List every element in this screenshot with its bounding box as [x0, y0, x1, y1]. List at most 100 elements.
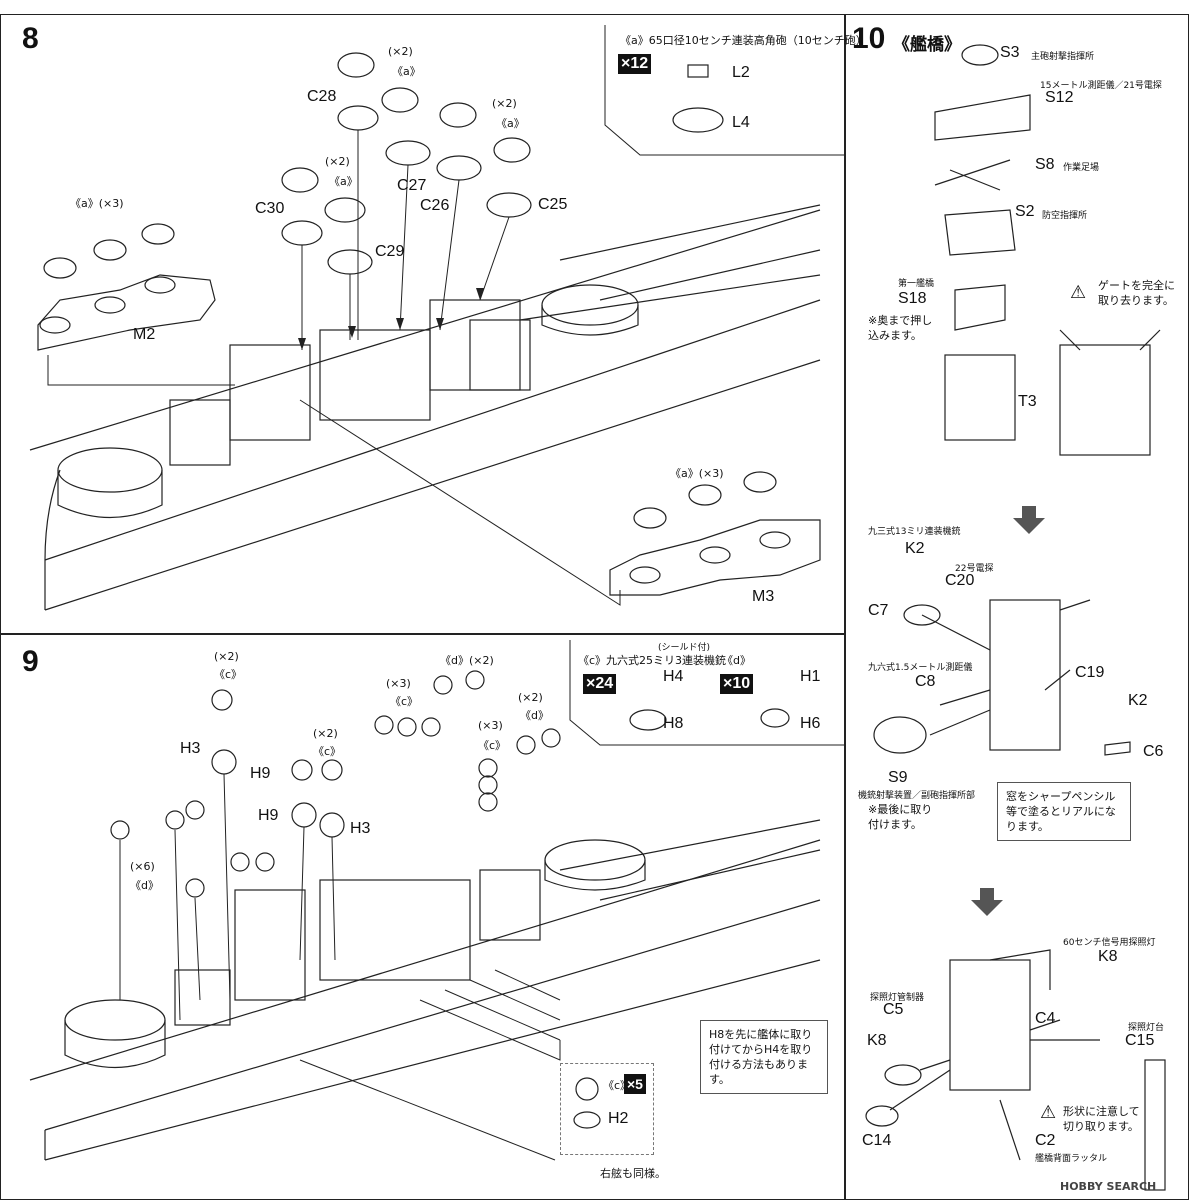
- s12-desc: 15メートル測距儀／21号電探: [1040, 81, 1162, 91]
- c20-desc: 22号電探: [955, 564, 994, 574]
- part-label-h3-left: H3: [180, 740, 201, 757]
- x2-label-1: (×2): [388, 45, 413, 58]
- c-label-4: 《c》: [478, 739, 507, 752]
- part-label-m2: M2: [133, 326, 156, 343]
- part-label-h9-left: H9: [250, 765, 271, 782]
- gate-note: ゲートを完全に取り去ります。: [1098, 279, 1175, 307]
- part-label-c28: C28: [307, 88, 337, 105]
- legend-c-title: 《c》九六式25ミリ3連装機銃: [578, 654, 727, 667]
- s8-desc: 作業足場: [1063, 163, 1100, 173]
- s18-note: ※奥まで押し込みます。: [868, 314, 933, 342]
- x2-d-label: (×2): [518, 691, 543, 704]
- warning-icon: ⚠: [1070, 282, 1087, 303]
- part-label-c4: C4: [1035, 1010, 1056, 1027]
- part-label-c26: C26: [420, 197, 450, 214]
- c-label-2: 《c》: [313, 745, 342, 758]
- part-label-l4: L4: [732, 114, 750, 131]
- c8-desc: 九六式1.5メートル測距儀: [868, 663, 973, 673]
- part-label-c6: C6: [1143, 743, 1164, 760]
- part-label-c15: C15: [1125, 1032, 1155, 1049]
- x6-label: (×6): [130, 860, 155, 873]
- s9-desc: 機銃射撃装置／副砲指揮所部: [858, 791, 976, 801]
- part-label-c29: C29: [375, 243, 405, 260]
- part-label-s3: S3: [1000, 44, 1020, 61]
- shield-note: (シールド付): [658, 643, 711, 653]
- part-label-h8: H8: [663, 715, 684, 732]
- x3-c-label: (×3): [386, 677, 411, 690]
- warning-icon-2: ⚠: [1040, 1102, 1057, 1123]
- down-arrow-2: [971, 900, 1003, 916]
- mirror-note: 右舷も同様。: [600, 1167, 666, 1180]
- step-10-title: 《艦橋》: [893, 35, 961, 54]
- quantity-badge-24: ×24: [583, 674, 617, 694]
- part-label-c25: C25: [538, 196, 568, 213]
- x2-c-label: (×2): [214, 650, 239, 663]
- shape-note: 形状に注意して切り取ります。: [1063, 1105, 1140, 1133]
- part-label-c14: C14: [862, 1132, 892, 1149]
- legend-a-title: 《a》65口径10センチ連装高角砲（10センチ砲）: [620, 34, 867, 47]
- s9-note: ※最後に取り付けます。: [868, 803, 933, 831]
- x2-label-3: (×2): [492, 97, 517, 110]
- x2-label-2: (×2): [325, 155, 350, 168]
- part-label-h2: H2: [608, 1110, 629, 1127]
- part-label-h4: H4: [663, 668, 684, 685]
- part-label-k8: K8: [1098, 948, 1118, 965]
- d-label-2: 《d》: [130, 879, 159, 892]
- part-label-c7: C7: [868, 602, 889, 619]
- part-label-s8: S8: [1035, 156, 1055, 173]
- watermark: HOBBY SEARCH: [1060, 1180, 1157, 1193]
- part-label-s2: S2: [1015, 203, 1035, 220]
- part-label-k2: K2: [905, 540, 925, 557]
- part-label-c19: C19: [1075, 664, 1105, 681]
- a-label-2: 《a》: [329, 175, 358, 188]
- down-arrow-1: [1013, 518, 1045, 534]
- part-label-c8: C8: [915, 673, 936, 690]
- down-arrow-1-stem: [1022, 506, 1036, 519]
- a-x3-left-label: 《a》(×3): [70, 197, 124, 210]
- d-label-1: 《d》: [520, 709, 549, 722]
- part-label-h6: H6: [800, 715, 821, 732]
- step-10-number: 10: [852, 22, 886, 55]
- a-x3-right-label: 《a》(×3): [670, 467, 724, 480]
- part-label-c20: C20: [945, 572, 975, 589]
- d-x2-label: 《d》(×2): [440, 654, 494, 667]
- s3-desc: 主砲射撃指揮所: [1031, 52, 1095, 62]
- part-label-k2b: K2: [1128, 692, 1148, 709]
- step-8-panel: [0, 14, 845, 634]
- a-label-1: 《a》: [392, 65, 421, 78]
- part-label-c30: C30: [255, 200, 285, 217]
- part-label-k8b: K8: [867, 1032, 887, 1049]
- part-label-c5: C5: [883, 1001, 904, 1018]
- part-label-h1: H1: [800, 668, 821, 685]
- part-label-m3: M3: [752, 588, 775, 605]
- quantity-badge-10: ×10: [720, 674, 754, 694]
- part-label-s9: S9: [888, 769, 908, 786]
- k2-desc: 九三式13ミリ連装機銃: [868, 527, 961, 537]
- h8-assembly-note: H8を先に艦体に取り付けてからH4を取り付ける方法もあります。: [700, 1020, 828, 1094]
- c-label-1: 《c》: [214, 668, 243, 681]
- part-label-t3: T3: [1018, 393, 1037, 410]
- c2-desc: 艦橋背面ラッタル: [1035, 1154, 1108, 1164]
- s2-desc: 防空指揮所: [1042, 211, 1088, 221]
- part-label-c2: C2: [1035, 1132, 1056, 1149]
- step-9-number: 9: [22, 645, 39, 678]
- part-label-s12: S12: [1045, 89, 1074, 106]
- down-arrow-2-stem: [980, 888, 994, 901]
- window-note: 窓をシャープペンシル等で塗るとリアルになります。: [997, 782, 1131, 841]
- x2-c2-label: (×2): [313, 727, 338, 740]
- s18-desc: 第一艦橋: [898, 279, 935, 289]
- x3-c2-label: (×3): [478, 719, 503, 732]
- k8-desc: 60センチ信号用探照灯: [1063, 938, 1156, 948]
- c-label-3: 《c》: [390, 695, 419, 708]
- part-label-s18: S18: [898, 290, 927, 307]
- a-label-3: 《a》: [496, 117, 525, 130]
- step-8-number: 8: [22, 22, 39, 55]
- part-label-c27: C27: [397, 177, 427, 194]
- c5-desc: 探照灯管制器: [870, 993, 925, 1003]
- quantity-badge-5: ×5: [624, 1074, 646, 1094]
- part-label-h3-mid: H3: [350, 820, 371, 837]
- h2-dashed-box: [560, 1063, 654, 1155]
- part-label-h9-mid: H9: [258, 807, 279, 824]
- quantity-badge-12: ×12: [618, 54, 652, 74]
